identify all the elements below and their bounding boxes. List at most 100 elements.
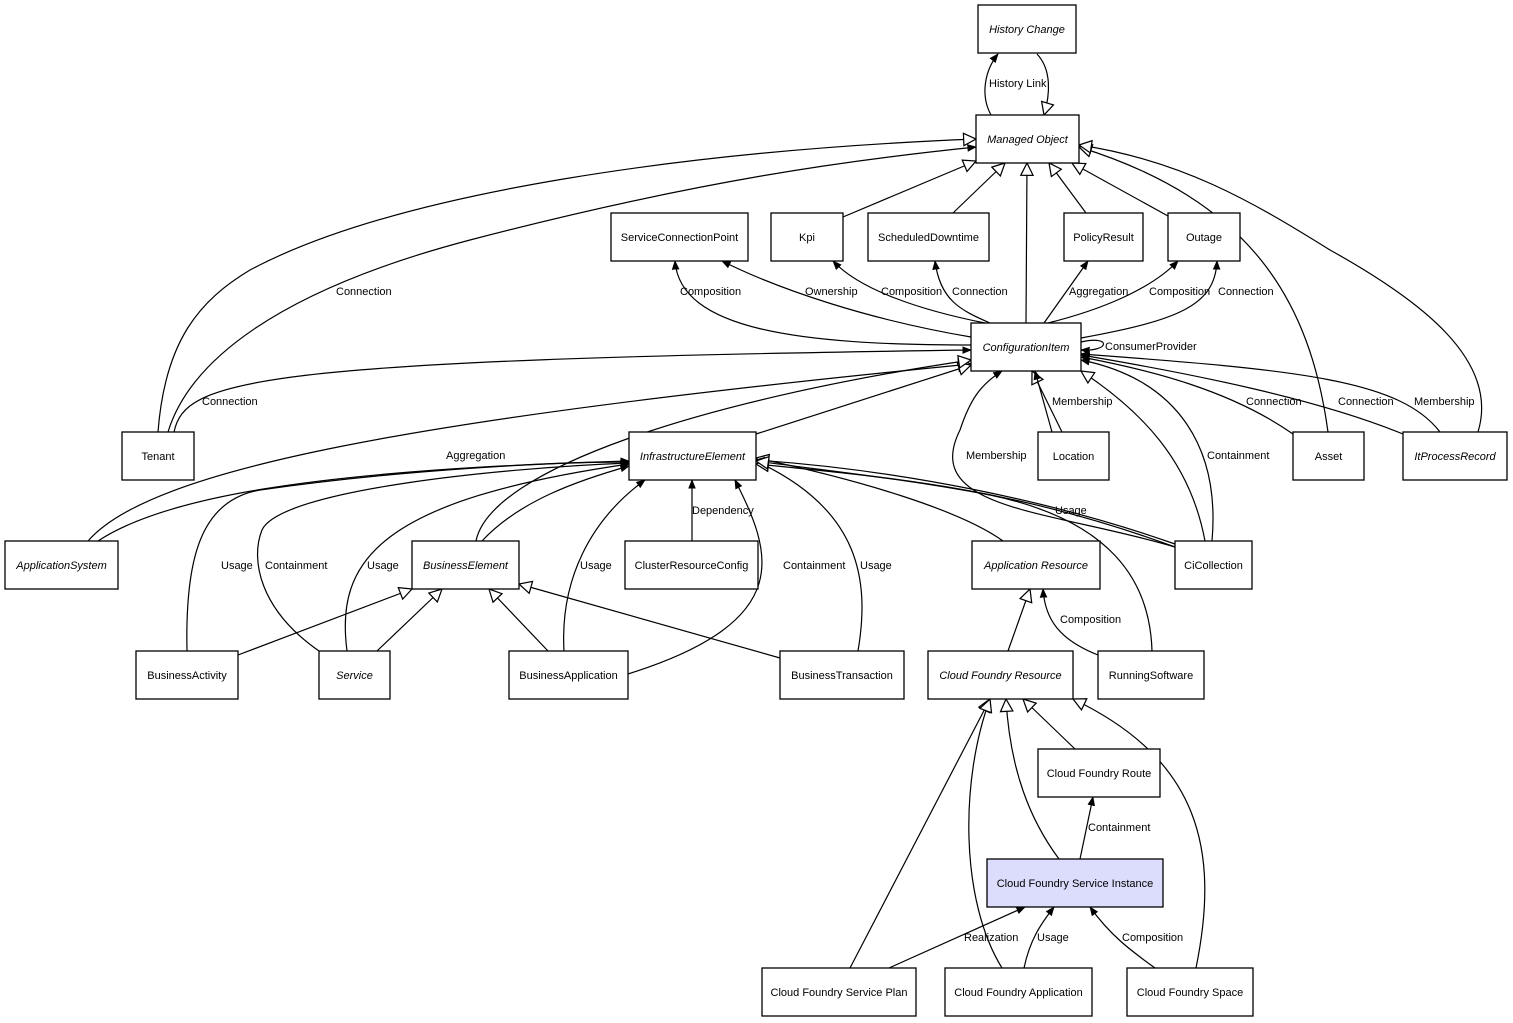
node-business-activity[interactable]: BusinessActivity [135,650,239,700]
node-cloud-foundry-application[interactable]: Cloud Foundry Application [944,967,1093,1017]
inheritance-edge-service-to-business-element [376,589,442,652]
node-asset[interactable]: Asset [1292,431,1365,481]
node-box[interactable] [1174,540,1253,590]
node-box[interactable] [318,650,391,700]
edge-line [1006,699,1060,860]
node-cloud-foundry-space[interactable]: Cloud Foundry Space [1126,967,1254,1017]
association-edge-tenant-to-configuration-item [173,346,972,433]
node-infrastructure-element[interactable]: InfrastructureElement [628,431,757,481]
node-managed-object[interactable]: Managed Object [975,114,1080,164]
node-box[interactable] [944,967,1093,1017]
edge-line [1080,339,1104,355]
edge-label: Composition [881,286,942,298]
node-business-element[interactable]: BusinessElement [411,540,520,590]
node-box[interactable] [761,967,917,1017]
node-service[interactable]: Service [318,650,391,700]
node-cluster-resource-config[interactable]: ClusterResourceConfig [624,540,759,590]
node-box[interactable] [411,540,520,590]
node-box[interactable] [624,540,759,590]
node-label: ItProcessRecord [1414,451,1496,463]
node-box[interactable] [1037,748,1161,798]
node-box[interactable] [121,431,195,481]
node-configuration-item[interactable]: ConfigurationItem [970,322,1082,372]
node-box[interactable] [628,431,757,481]
node-running-software[interactable]: RunningSoftware [1097,650,1205,700]
node-box[interactable] [1097,650,1205,700]
inheritance-edge-cloud-foundry-space-to-cloud-foundry-resource [1073,699,1206,969]
node-cloud-foundry-service-instance[interactable]: Cloud Foundry Service Instance [986,858,1164,908]
node-box[interactable] [1402,431,1508,481]
node-application-system[interactable]: ApplicationSystem [4,540,119,590]
node-label: Cloud Foundry Service Instance [997,878,1154,890]
node-cloud-foundry-service-plan[interactable]: Cloud Foundry Service Plan [761,967,917,1017]
edge-label: Connection [202,396,258,408]
node-ci-collection[interactable]: CiCollection [1174,540,1253,590]
edge-line [173,346,972,433]
edge-line [157,139,976,433]
node-label: ApplicationSystem [15,560,107,572]
node-box[interactable] [779,650,905,700]
edge-label: Usage [367,560,399,572]
node-box[interactable] [1063,212,1144,262]
node-box[interactable] [1167,212,1241,262]
node-box[interactable] [1126,967,1254,1017]
node-business-application[interactable]: BusinessApplication [508,650,629,700]
node-history-change[interactable]: History Change [977,4,1077,54]
edge-line [952,163,1005,214]
node-box[interactable] [508,650,629,700]
inheritance-edge-tenant-to-managed-object [157,139,976,433]
node-tenant[interactable]: Tenant [121,431,195,481]
association-edge-location-to-configuration-item [1033,370,1053,433]
edge-line [1072,163,1169,217]
node-application-resource[interactable]: Application Resource [971,540,1101,590]
inheritance-edge-application-resource-to-infrastructure-element [756,458,1004,542]
edge-line [1026,163,1027,324]
node-cloud-foundry-route[interactable]: Cloud Foundry Route [1037,748,1161,798]
node-box[interactable] [867,212,990,262]
inheritance-edge-business-transaction-to-business-element [519,584,781,659]
association-edge-configuration-item-to-policy-result [1043,260,1089,324]
node-label: Application Resource [983,560,1088,572]
node-box[interactable] [1292,431,1365,481]
inheritance-edge-application-system-to-configuration-item [87,364,971,542]
node-box[interactable] [770,212,844,262]
node-box[interactable] [971,540,1101,590]
edge-label: Membership [1052,396,1113,408]
node-box[interactable] [977,4,1077,54]
node-box[interactable] [135,650,239,700]
edge-line [849,699,990,969]
association-edge-ci-collection-to-configuration-item [1080,357,1214,542]
node-policy-result[interactable]: PolicyResult [1063,212,1144,262]
node-box[interactable] [970,322,1082,372]
node-box[interactable] [4,540,119,590]
edge-label: Ownership [805,286,858,298]
node-label: ServiceConnectionPoint [621,232,738,244]
edge-line [1080,350,1441,433]
edge-label: Usage [860,560,892,572]
node-box[interactable] [610,212,749,262]
inheritance-edge-location-to-configuration-item [1032,371,1063,433]
edge-line [627,479,763,675]
node-box[interactable] [975,114,1080,164]
node-box[interactable] [986,858,1164,908]
edge-line [1080,354,1294,435]
node-business-transaction[interactable]: BusinessTransaction [779,650,905,700]
association-edge-configuration-item-to-outage [1080,260,1221,339]
node-box[interactable] [927,650,1074,700]
association-edge-business-transaction-to-infrastructure-element [757,461,863,652]
node-label: Location [1053,451,1095,463]
association-edge-configuration-item-to-scheduled-downtime [932,260,991,324]
node-scheduled-downtime[interactable]: ScheduledDowntime [867,212,990,262]
inheritance-edge-cloud-foundry-resource-to-application-resource [1007,589,1030,652]
edge-line [1080,357,1214,542]
node-outage[interactable]: Outage [1167,212,1241,262]
node-box[interactable] [1037,431,1110,481]
node-service-connection-point[interactable]: ServiceConnectionPoint [610,212,749,262]
node-kpi[interactable]: Kpi [770,212,844,262]
node-label: Tenant [141,451,174,463]
association-edge-business-application-to-infrastructure-element [563,479,646,652]
node-location[interactable]: Location [1037,431,1110,481]
node-it-process-record[interactable]: ItProcessRecord [1402,431,1508,481]
node-cloud-foundry-resource[interactable]: Cloud Foundry Resource [927,650,1074,700]
